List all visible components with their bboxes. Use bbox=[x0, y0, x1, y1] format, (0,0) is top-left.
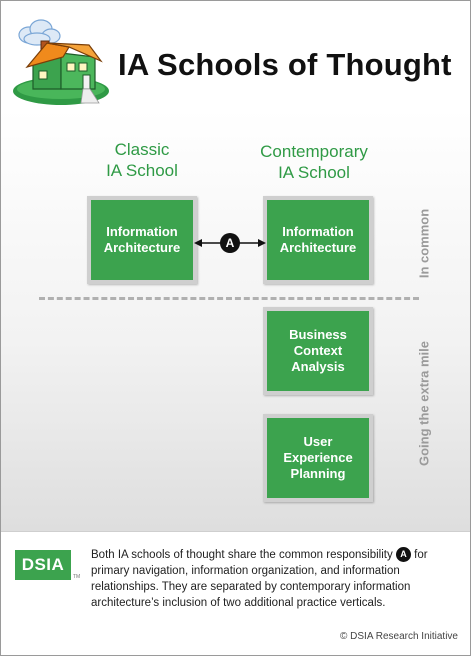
description-text-start: Both IA schools of thought share the com… bbox=[91, 549, 393, 561]
user-experience-planning-box: User Experience Planning bbox=[263, 414, 373, 502]
footer-description: Both IA schools of thought share the com… bbox=[91, 547, 461, 611]
classic-school-heading: Classic IA School bbox=[83, 139, 201, 181]
description-text-end: for primary navigation, information orga… bbox=[91, 549, 428, 609]
box-line-2: Context bbox=[293, 343, 343, 358]
box-line-2: Experience bbox=[283, 450, 353, 465]
contemporary-heading-line-2: IA School bbox=[278, 163, 350, 182]
contemporary-school-heading: Contemporary IA School bbox=[249, 141, 379, 183]
footer bbox=[1, 531, 470, 655]
box-line-1: Information bbox=[106, 224, 178, 239]
shared-responsibility-badge: A bbox=[220, 233, 240, 253]
dsia-logo: DSIA bbox=[15, 550, 71, 580]
classic-information-architecture-box: Information Architecture bbox=[87, 196, 197, 284]
business-context-analysis-box: Business Context Analysis bbox=[263, 307, 373, 395]
classic-heading-line-2: IA School bbox=[106, 161, 178, 180]
contemporary-information-architecture-box: Information Architecture bbox=[263, 196, 373, 284]
box-line-2: Architecture bbox=[279, 240, 357, 255]
page-title: IA Schools of Thought bbox=[118, 47, 452, 82]
box-line-1: Business bbox=[289, 327, 347, 342]
box-line-2: Architecture bbox=[103, 240, 181, 255]
house-icon bbox=[13, 19, 109, 105]
copyright-notice: © DSIA Research Initiative bbox=[340, 631, 458, 642]
trademark-mark: TM bbox=[73, 574, 81, 580]
inline-badge-a: A bbox=[395, 547, 411, 563]
classic-heading-line-1: Classic bbox=[114, 140, 170, 159]
box-line-3: Planning bbox=[290, 466, 346, 481]
box-line-1: User bbox=[303, 434, 333, 449]
box-line-1: Information bbox=[282, 224, 354, 239]
section-divider bbox=[39, 297, 419, 300]
box-line-3: Analysis bbox=[291, 359, 345, 374]
contemporary-heading-line-1: Contemporary bbox=[260, 142, 368, 161]
in-common-label: In common bbox=[416, 208, 432, 279]
header: IA Schools of Thought bbox=[1, 1, 470, 109]
going-extra-mile-label: Going the extra mile bbox=[416, 341, 432, 466]
diagram-panel bbox=[1, 109, 470, 531]
